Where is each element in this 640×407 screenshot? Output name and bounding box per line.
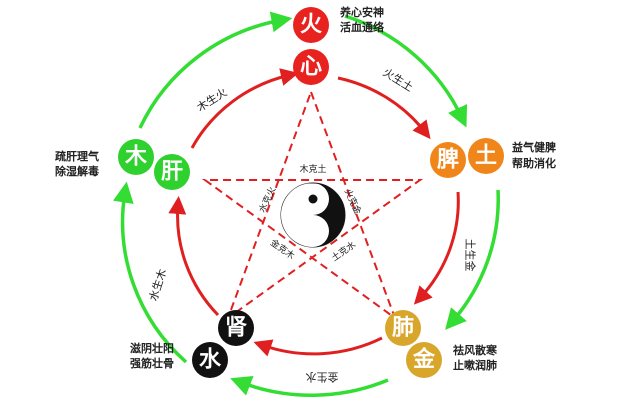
heart-organ-label: 心 — [300, 55, 322, 80]
node-earth-element: 土 — [468, 138, 504, 174]
node-lung-organ: 肺 — [385, 310, 421, 346]
node-kidney-organ: 肾 — [218, 310, 254, 346]
metal-element-label: 金 — [412, 347, 436, 373]
inner-arrow-lung-kidney — [253, 336, 383, 357]
node-metal-element: 金 — [406, 342, 442, 378]
sheng-arrow-earth-metal — [445, 189, 500, 330]
fire-element-label: 火 — [300, 13, 322, 38]
metal-desc-line1: 祛风散寒 — [453, 343, 498, 357]
sheng-label-fire-earth: 火生土 — [381, 65, 416, 94]
spleen-organ-label: 脾 — [437, 148, 459, 173]
node-liver-organ: 肝 — [154, 154, 190, 190]
node-wood-element: 木 — [118, 139, 154, 175]
ke-label-wood-earth: 木克土 — [299, 163, 326, 175]
ke-pentagram — [201, 89, 424, 321]
liver-organ-label: 肝 — [161, 160, 183, 185]
wood-desc-line1: 疏肝理气 — [55, 149, 99, 163]
sheng-label-water-wood: 水生木 — [146, 267, 170, 303]
node-fire-element: 火 — [293, 7, 329, 43]
sheng-arrow-fire-earth — [344, 14, 468, 128]
kidney-organ-label: 肾 — [225, 316, 247, 341]
sheng-arrow-wood-fire — [138, 11, 293, 129]
earth-desc-line1: 益气健脾 — [512, 140, 556, 154]
yin-yang-icon — [280, 182, 346, 248]
sheng-label-metal-water: 金生水 — [306, 371, 339, 385]
wood-element-label: 木 — [124, 145, 148, 170]
sheng-label-earth-metal: 土生金 — [464, 239, 478, 272]
water-element-label: 水 — [199, 348, 222, 373]
metal-desc-line2: 止嗽润肺 — [453, 358, 497, 372]
earth-desc-line2: 帮助消化 — [512, 156, 556, 170]
inner-arrow-liver-heart — [190, 68, 299, 149]
ke-label-water-fire: 水克火 — [256, 185, 278, 215]
node-heart-organ: 心 — [293, 49, 329, 85]
sheng-arrow-water-wood — [112, 181, 188, 364]
lung-organ-label: 肺 — [392, 316, 414, 341]
inner-arrow-spleen-lung — [413, 191, 460, 305]
inner-arrow-kidney-liver — [168, 196, 220, 317]
water-desc-line2: 强筋壮骨 — [130, 356, 174, 370]
node-water-element: 水 — [192, 342, 228, 378]
water-desc-line1: 滋阴壮阳 — [130, 341, 174, 355]
node-spleen-organ: 脾 — [430, 142, 466, 178]
fire-desc-line2: 活血通络 — [340, 20, 384, 34]
wood-desc-line2: 除湿解毒 — [55, 164, 99, 178]
sheng-arrow-metal-water — [230, 375, 389, 397]
inner-arrow-heart-spleen — [337, 76, 431, 140]
earth-element-label: 土 — [475, 144, 497, 169]
fire-desc-line1: 养心安神 — [339, 5, 384, 19]
